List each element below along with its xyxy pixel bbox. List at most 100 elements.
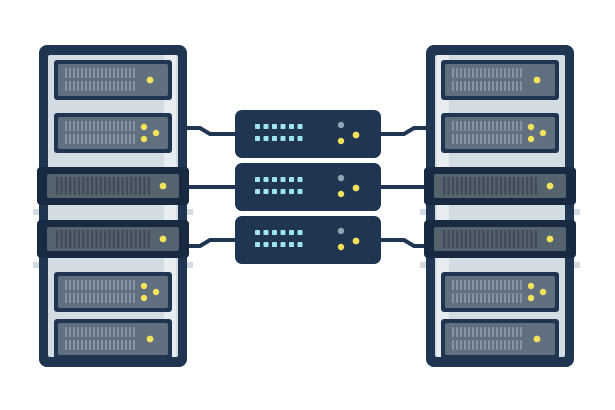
vent-slot [143, 177, 146, 195]
status-led [527, 135, 535, 143]
vent-slot [117, 230, 120, 248]
vent-slot [488, 121, 490, 131]
vent-slot [133, 81, 135, 91]
vent-slot [452, 293, 454, 303]
vent-slot [69, 177, 72, 195]
switch-status-led [352, 237, 360, 245]
vent-slot [97, 68, 99, 78]
vent-slot [113, 121, 115, 131]
vent-slot [452, 81, 454, 91]
switch-port [272, 189, 277, 194]
vent-slot [65, 293, 67, 303]
vent-slot [125, 121, 127, 131]
vent-slot [65, 327, 67, 337]
vent-slot [89, 134, 91, 144]
status-led [539, 129, 547, 137]
vent-slot [472, 68, 474, 78]
vent-slot [456, 81, 458, 91]
vent-slot [473, 230, 476, 248]
switch-status-led [337, 190, 345, 198]
vent-slot [81, 340, 83, 350]
vent-slot [460, 293, 462, 303]
switch-port [280, 136, 286, 141]
vent-slot [133, 293, 135, 303]
vent-slot [476, 134, 478, 144]
vent-slot [93, 134, 95, 144]
vent-slot [476, 81, 478, 91]
switch-port [297, 136, 303, 141]
vent-slot [85, 327, 87, 337]
vent-slot [486, 177, 489, 195]
vent-slot [117, 121, 119, 131]
vent-slot [99, 230, 102, 248]
vent-slot [99, 177, 102, 195]
switch-port [289, 124, 294, 129]
vent-slot [73, 293, 75, 303]
vent-slot [109, 327, 111, 337]
vent-slot [129, 134, 131, 144]
vent-slot [468, 121, 470, 131]
vent-slot [117, 68, 119, 78]
vent-slot [460, 134, 462, 144]
switch-port [289, 189, 294, 194]
vent-slot [520, 327, 522, 337]
vent-slot [105, 121, 107, 131]
vent-slot [460, 177, 463, 195]
vent-slot [113, 327, 115, 337]
vent-slot [65, 134, 67, 144]
vent-slot [129, 340, 131, 350]
vent-slot [85, 68, 87, 78]
vent-slot [73, 280, 75, 290]
vent-slot [516, 81, 518, 91]
vent-slot [125, 280, 127, 290]
vent-slot [484, 293, 486, 303]
vent-slot [77, 293, 79, 303]
switch-port [297, 177, 303, 182]
vent-slot [504, 280, 506, 290]
vent-slot [65, 68, 67, 78]
vent-slot [89, 293, 91, 303]
vent-slot [480, 81, 482, 91]
vent-slot [125, 134, 127, 144]
vent-slot [512, 327, 514, 337]
network-switch [235, 110, 381, 158]
cable-right [379, 238, 434, 248]
vent-slot [73, 121, 75, 131]
vent-slot [81, 68, 83, 78]
vent-slot [77, 134, 79, 144]
vent-slot [482, 230, 485, 248]
rack-edge-tick [574, 209, 580, 215]
vent-slot [499, 230, 502, 248]
vent-slot [520, 293, 522, 303]
status-led [539, 288, 547, 296]
vent-slot [133, 134, 135, 144]
vent-slot [469, 177, 472, 195]
vent-slot [73, 134, 75, 144]
vent-slot [89, 280, 91, 290]
vent-slot [504, 121, 506, 131]
switch-status-led [337, 137, 345, 145]
vent-slot [60, 230, 63, 248]
vent-slot [101, 81, 103, 91]
vent-slot [139, 230, 142, 248]
vent-slot [105, 81, 107, 91]
vent-slot [480, 327, 482, 337]
vent-slot [113, 293, 115, 303]
vent-slot [512, 177, 516, 195]
vent-slot [488, 68, 490, 78]
vent-slot [77, 121, 79, 131]
vent-slot [101, 340, 103, 350]
status-led [527, 282, 535, 290]
server-unit [54, 272, 172, 312]
rack-edge-tick [187, 262, 193, 268]
vent-slot [484, 134, 486, 144]
switch-port [272, 177, 277, 182]
vent-slot [73, 327, 75, 337]
vent-slot [81, 121, 83, 131]
vent-slot [495, 177, 498, 195]
vent-slot [130, 177, 133, 195]
vent-slot [464, 68, 466, 78]
server-unit [54, 319, 172, 359]
vent-slot [521, 177, 524, 195]
